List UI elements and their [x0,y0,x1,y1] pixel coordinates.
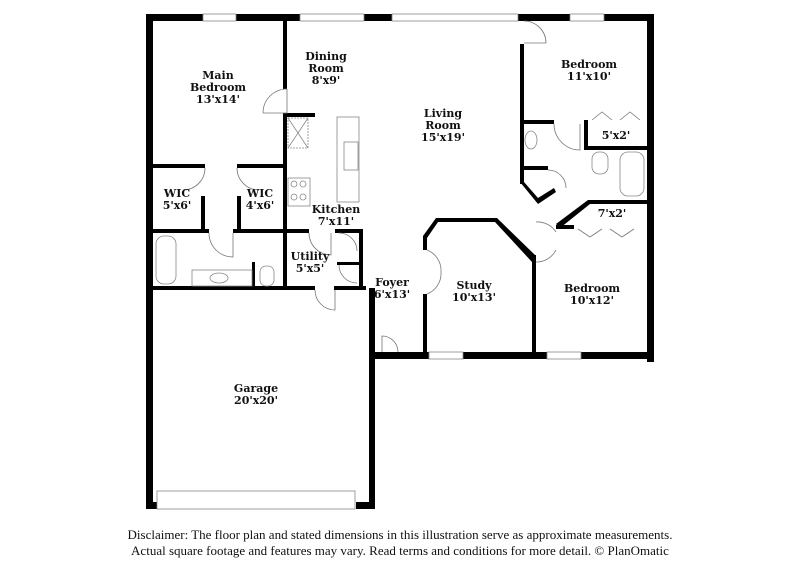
room-dims: 8'x9' [311,74,341,87]
fixtures [155,111,645,287]
room-dims: 10'x13' [452,291,496,304]
room-name: Utility [290,250,330,263]
windows [156,13,605,510]
disclaimer-line-1: Disclaimer: The floor plan and stated di… [127,527,673,542]
room-name: Room [308,62,344,75]
room-name: Kitchen [311,203,361,216]
room-name: Main [202,69,234,82]
room-living-room: Living Room 15'x19' [421,108,465,144]
room-study: Study 10'x13' [452,280,496,304]
room-name: Bedroom [560,58,618,71]
room-closet-7x2: 7'x2' [598,208,627,220]
room-name: WIC [246,187,274,200]
interior-walls [153,14,647,354]
room-foyer: Foyer 6'x13' [374,277,410,301]
room-main-bedroom: Main Bedroom 13'x14' [190,70,246,106]
room-utility: Utility 5'x5' [291,251,330,275]
room-dining-room: Dining Room 8'x9' [305,51,347,87]
room-dims: 20'x20' [234,394,278,407]
room-kitchen: Kitchen 7'x11' [312,204,361,228]
room-closet-5x2: 5'x2' [602,130,631,142]
room-dims: 7'x2' [597,207,627,220]
room-name: Study [456,279,492,292]
room-wic-2: WIC 4'x6' [246,188,275,212]
room-dims: 5'x2' [601,129,631,142]
room-name: WIC [163,187,191,200]
room-dims: 11'x10' [567,70,611,83]
room-bedroom-2: Bedroom 11'x10' [561,59,617,83]
room-dims: 7'x11' [317,215,355,228]
room-name: Living [423,107,463,120]
room-name: Room [425,119,461,132]
room-bedroom-3: Bedroom 10'x12' [564,283,620,307]
room-garage: Garage 20'x20' [234,383,278,407]
room-name: Bedroom [563,282,621,295]
room-name: Foyer [375,276,409,289]
room-dims: 6'x13' [373,288,411,301]
room-name: Bedroom [189,81,247,94]
room-dims: 4'x6' [245,199,275,212]
room-wic-1: WIC 5'x6' [163,188,192,212]
room-dims: 5'x5' [295,262,325,275]
room-dims: 13'x14' [196,93,240,106]
room-dims: 10'x12' [570,294,614,307]
room-name: Garage [233,382,279,395]
room-dims: 5'x6' [162,199,192,212]
disclaimer: Disclaimer: The floor plan and stated di… [0,527,800,559]
room-dims: 15'x19' [421,131,465,144]
doors [182,20,581,353]
disclaimer-line-2: Actual square footage and features may v… [131,543,669,558]
room-name: Dining [305,50,347,63]
